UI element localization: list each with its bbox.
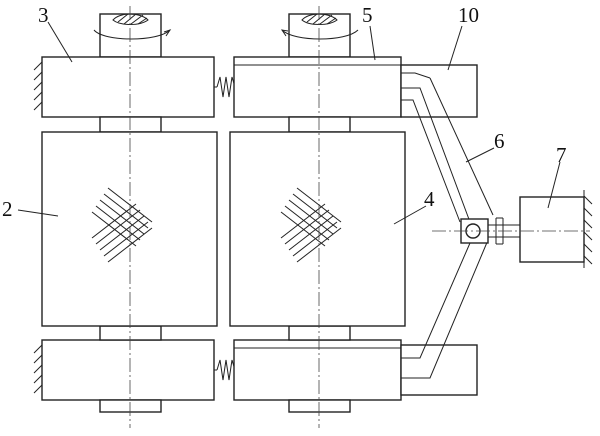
left-shaft-top [99, 13, 162, 58]
left-journal-upper [99, 116, 162, 133]
wall-support-top-left [33, 57, 43, 117]
left-shaft-bottom-end [99, 399, 162, 413]
spring-top [214, 76, 236, 98]
bearing-block-bottom-left [41, 339, 215, 401]
leader-2 [17, 209, 59, 217]
leader-7 [547, 161, 561, 209]
label-part-2: 2 [2, 197, 13, 221]
leader-3 [47, 21, 73, 63]
roll-4 [229, 131, 406, 327]
right-shaft-bottom-end [288, 399, 351, 413]
label-part-3: 3 [38, 3, 49, 27]
leader-4 [393, 205, 427, 225]
right-shaft-top [288, 13, 351, 58]
leader-6 [465, 147, 495, 163]
spring-bottom [214, 359, 236, 381]
wall-support-right [583, 190, 593, 268]
roll-2 [41, 131, 218, 327]
label-part-7: 7 [556, 143, 567, 167]
wall-support-bottom-left [33, 340, 43, 400]
bearing-block-bottom-right [233, 339, 402, 401]
linkage-arm-6 [401, 72, 494, 379]
frame-10-top [400, 64, 478, 118]
right-rotation-arrow [280, 29, 359, 40]
left-rotation-arrow [93, 29, 172, 40]
leader-5 [369, 25, 376, 61]
bearing-block-3 [41, 56, 215, 118]
right-journal-upper [288, 116, 351, 133]
label-part-5: 5 [362, 3, 373, 27]
label-part-6: 6 [494, 129, 505, 153]
label-part-4: 4 [424, 187, 435, 211]
roll-2-knurl-pattern [91, 187, 153, 263]
actuator-7 [519, 196, 585, 263]
frame-10-bottom [400, 344, 478, 396]
bearing-block-5 [233, 56, 402, 118]
left-journal-lower [99, 325, 162, 341]
leader-10 [447, 25, 463, 71]
label-part-10: 10 [458, 3, 479, 27]
right-journal-lower [288, 325, 351, 341]
